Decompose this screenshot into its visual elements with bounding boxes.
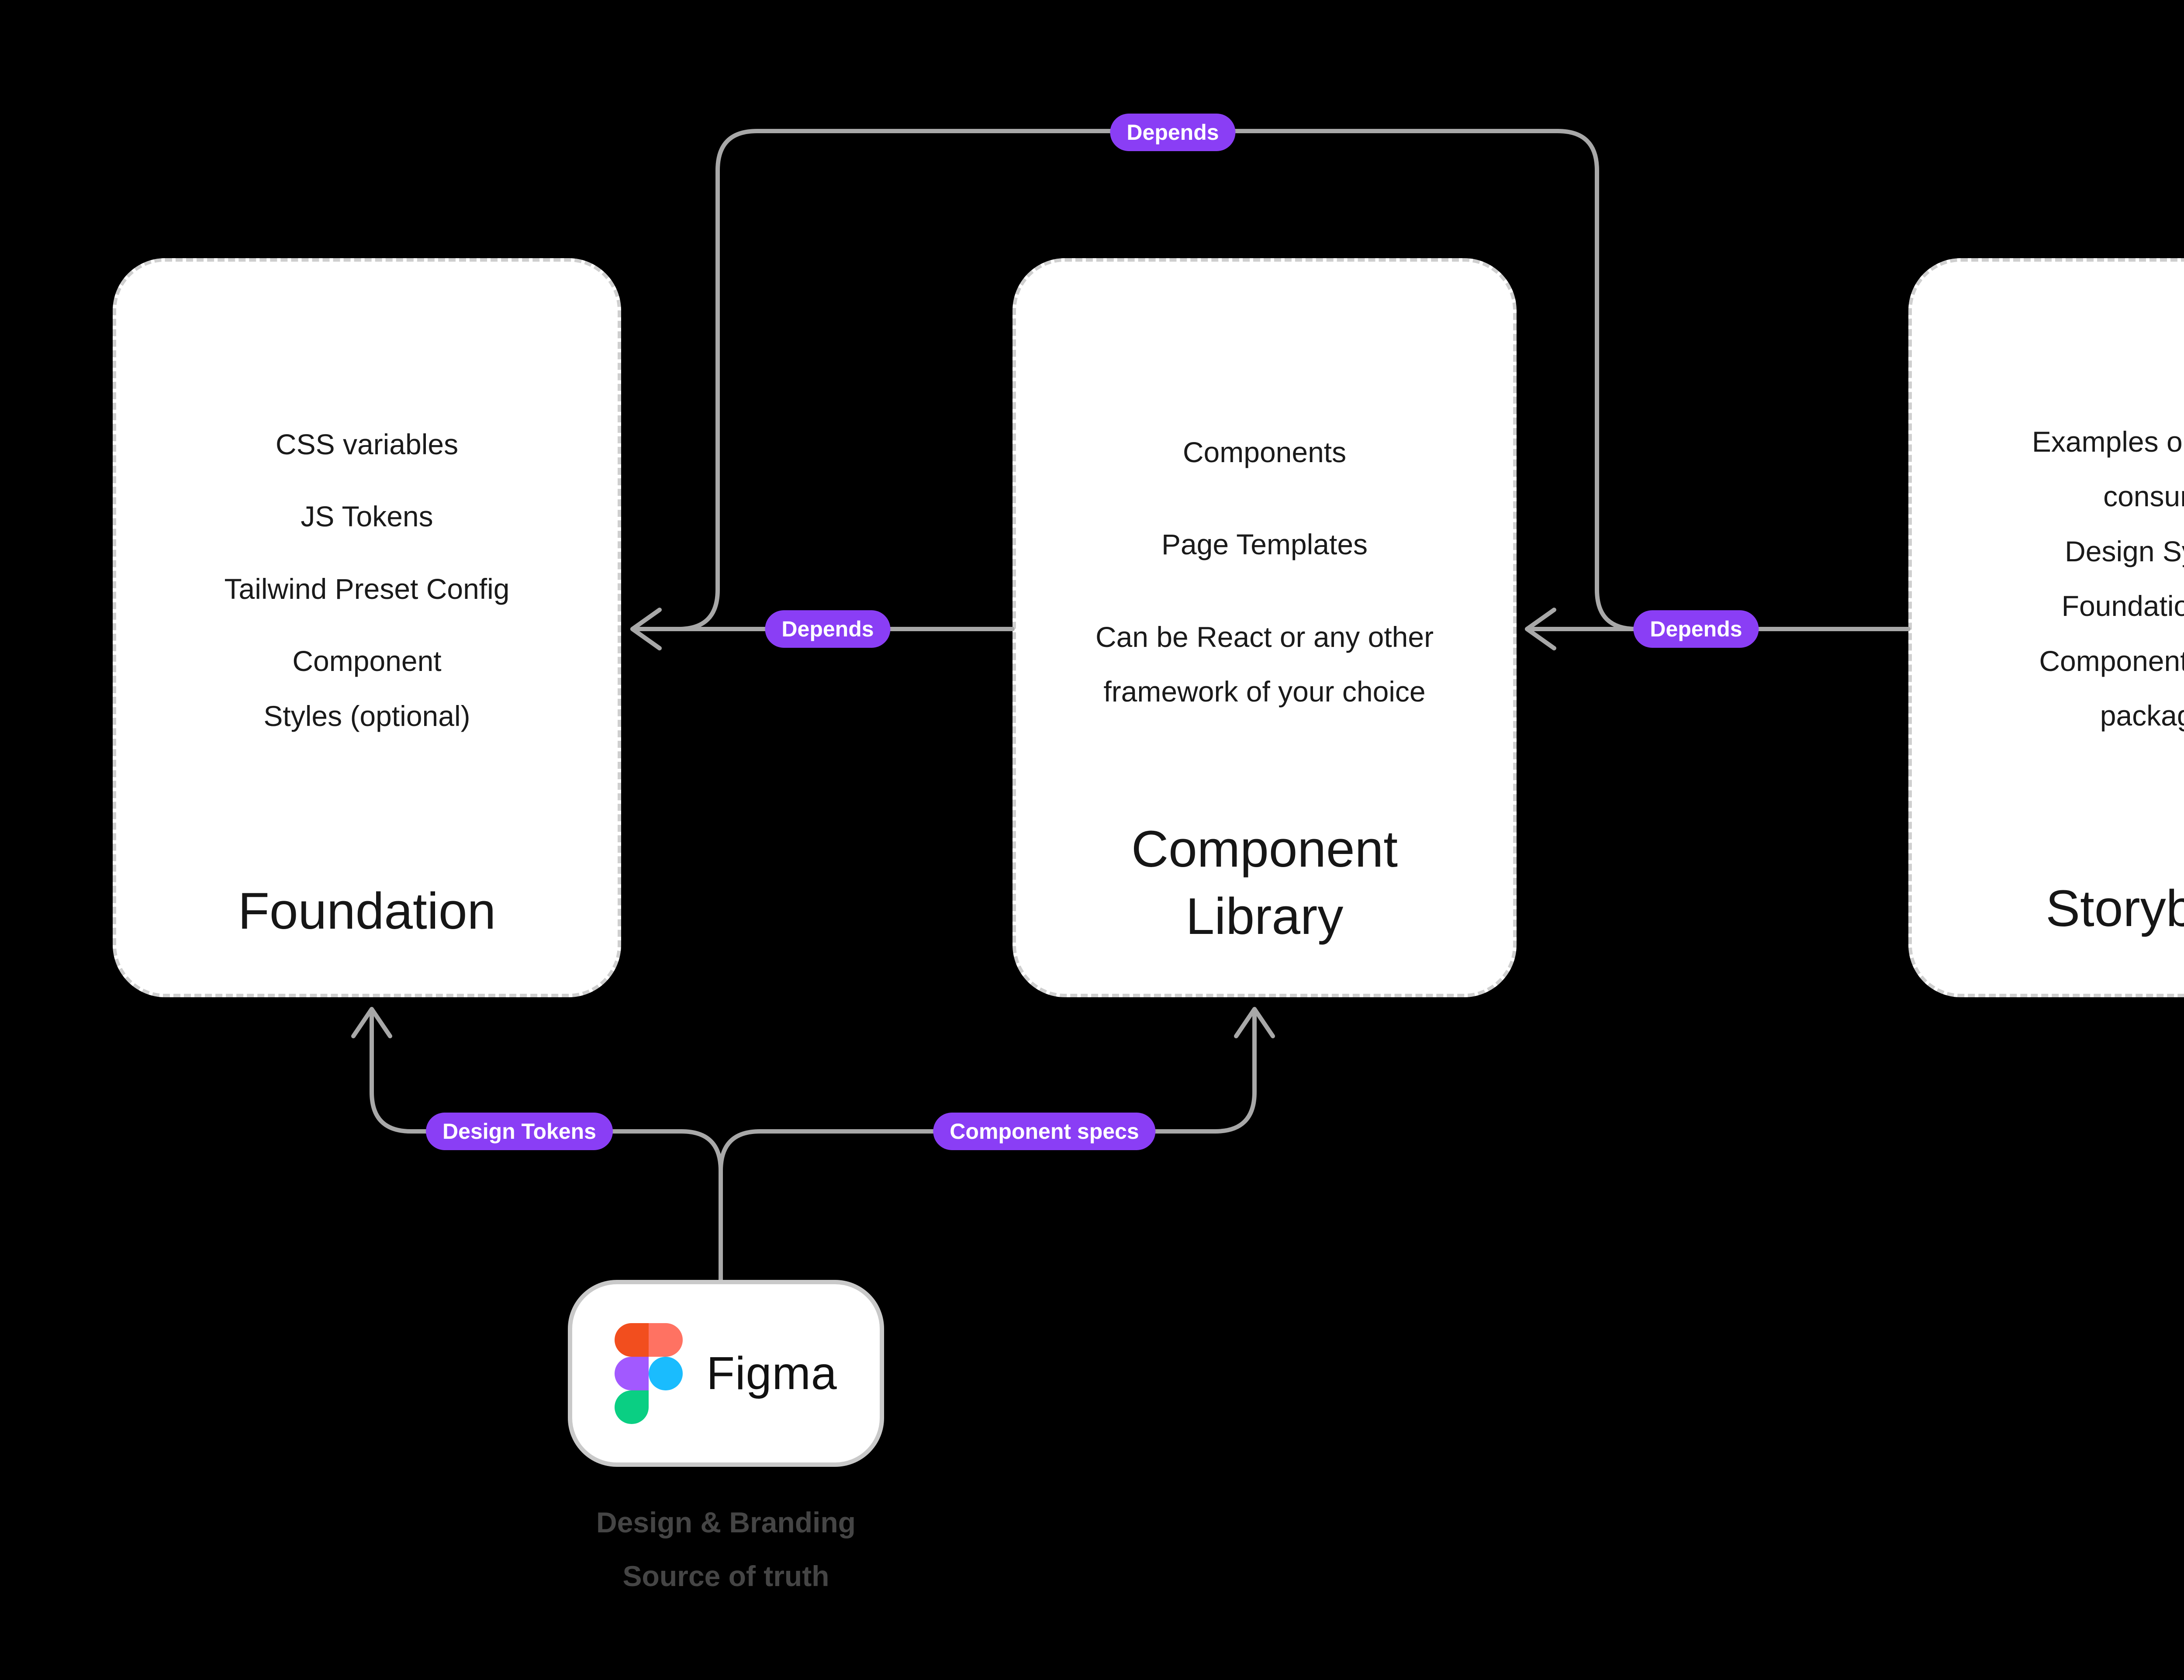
foundation-body: CSS variables JS Tokens Tailwind Preset … bbox=[116, 262, 618, 743]
foundation-item: Component Styles (optional) bbox=[263, 645, 470, 732]
figma-wordmark: Figma bbox=[706, 1347, 837, 1399]
storybook-line: consume bbox=[2103, 480, 2184, 513]
arrowhead-into-component-library-right bbox=[1525, 608, 1556, 650]
foundation-title: Foundation bbox=[238, 882, 496, 940]
storybook-line: Foundation and bbox=[2061, 590, 2184, 622]
foundation-box: CSS variables JS Tokens Tailwind Preset … bbox=[113, 258, 621, 997]
figma-logo-salmon-shape bbox=[649, 1323, 683, 1357]
storybook-line: Component Library bbox=[2039, 644, 2184, 677]
foundation-item: CSS variables bbox=[275, 428, 459, 460]
storybook-line: packages bbox=[2100, 699, 2184, 732]
storybook-line: Design System bbox=[2065, 535, 2184, 567]
edge-storybook-to-foundation bbox=[676, 129, 1638, 631]
component-library-item: Page Templates bbox=[1161, 528, 1368, 561]
design-tokens-badge: Design Tokens bbox=[426, 1113, 613, 1150]
depends-badge-right: Depends bbox=[1633, 610, 1759, 648]
figma-logo-red-shape bbox=[615, 1323, 649, 1357]
foundation-item: JS Tokens bbox=[301, 500, 433, 533]
foundation-item: Tailwind Preset Config bbox=[224, 572, 510, 605]
component-library-item: Can be React or any other framework of y… bbox=[1095, 620, 1434, 708]
figma-logo-blue-shape bbox=[649, 1356, 683, 1390]
component-library-item: Components bbox=[1182, 436, 1347, 468]
figma-caption-line: Design & Branding bbox=[596, 1506, 856, 1538]
component-specs-badge: Component specs bbox=[933, 1113, 1156, 1150]
arrowhead-into-foundation-right bbox=[630, 608, 662, 650]
storybook-title: Storybook bbox=[2046, 879, 2184, 937]
depends-badge-top: Depends bbox=[1110, 114, 1236, 151]
arrowhead-into-component-library-bottom bbox=[1234, 1007, 1275, 1038]
figma-logo-icon bbox=[615, 1323, 683, 1424]
storybook-box: Examples on how to consume Design System… bbox=[1908, 258, 2184, 997]
component-library-body: Components Page Templates Can be React o… bbox=[1016, 262, 1513, 719]
figma-caption-line: Source of truth bbox=[622, 1559, 829, 1592]
figma-logo-purple-shape bbox=[615, 1356, 649, 1390]
figma-caption: Design & Branding Source of truth bbox=[568, 1496, 884, 1603]
component-library-title: Component Library bbox=[1131, 820, 1398, 945]
figma-logo-green-shape bbox=[615, 1390, 649, 1424]
storybook-line: Examples on how to bbox=[2032, 425, 2184, 458]
depends-badge-left: Depends bbox=[765, 610, 891, 648]
component-library-box: Components Page Templates Can be React o… bbox=[1013, 258, 1517, 997]
figma-box: Figma bbox=[568, 1280, 884, 1467]
arrowhead-into-foundation-bottom bbox=[351, 1007, 392, 1038]
storybook-body: Examples on how to consume Design System… bbox=[1912, 262, 2184, 743]
